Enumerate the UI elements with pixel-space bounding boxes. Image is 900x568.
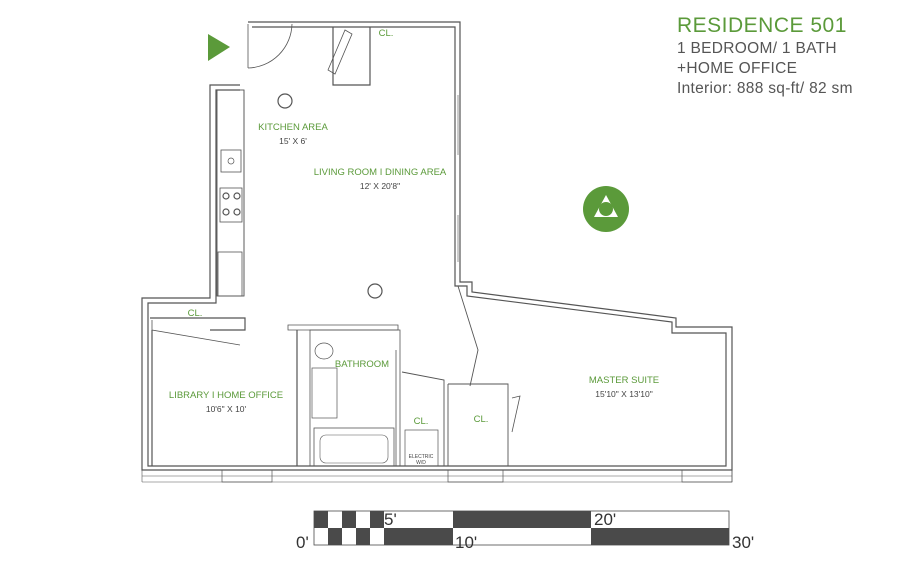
scale-label-30: 30' xyxy=(732,533,755,552)
bathroom xyxy=(309,329,401,467)
washer-dryer-line2: W/D xyxy=(416,460,426,466)
fridge xyxy=(217,251,243,297)
kitchen-dims: 15' X 6' xyxy=(279,136,307,146)
entry-arrow-icon xyxy=(208,34,230,61)
tub xyxy=(313,427,395,467)
exterior-wall xyxy=(141,21,733,471)
master-label: MASTER SUITE xyxy=(588,375,660,386)
unit-extra: +HOME OFFICE xyxy=(677,60,798,77)
library-label: LIBRARY I HOME OFFICE xyxy=(168,390,284,401)
column xyxy=(367,283,383,299)
scale-label-20: 20' xyxy=(594,510,617,529)
washer-dryer xyxy=(404,429,439,467)
master-dims: 15'10" X 13'10" xyxy=(595,389,653,399)
vanity xyxy=(311,367,338,419)
cooktop xyxy=(219,187,243,223)
interior-area: Interior: 888 sq-ft/ 82 sm xyxy=(677,80,853,97)
scale-label-0: 0' xyxy=(296,533,309,552)
column xyxy=(277,93,293,109)
living-dims: 12' X 20'8" xyxy=(359,181,401,191)
entry-door xyxy=(247,23,293,69)
sink xyxy=(220,149,242,173)
north-compass-icon xyxy=(583,186,629,232)
library-dims: 10'6" X 10' xyxy=(205,404,247,414)
scale-label-10: 10' xyxy=(455,533,478,552)
bathroom-label: BATHROOM xyxy=(334,359,390,370)
closet-label: CL. xyxy=(378,28,394,39)
toilet xyxy=(314,342,334,360)
scale-label-5: 5' xyxy=(384,510,397,529)
closet-label: CL. xyxy=(473,414,489,425)
unit-type: 1 BEDROOM/ 1 BATH xyxy=(677,40,837,57)
washer-dryer-line1: ELECTRIC xyxy=(408,454,434,460)
closet-label: CL. xyxy=(413,416,429,427)
exterior-wall-inner xyxy=(147,26,727,467)
living-label: LIVING ROOM I DINING AREA xyxy=(313,167,447,178)
residence-title: RESIDENCE 501 xyxy=(677,14,847,37)
kitchen-label: KITCHEN AREA xyxy=(258,122,328,133)
scale-bar xyxy=(313,510,730,546)
kitchen-counter xyxy=(216,89,245,297)
closet-label: CL. xyxy=(187,308,203,319)
entry-closet xyxy=(332,27,371,86)
